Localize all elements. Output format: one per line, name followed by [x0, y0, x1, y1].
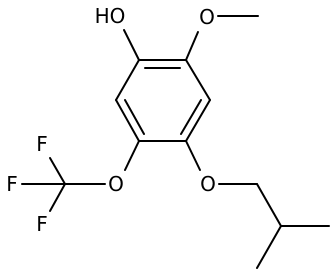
- trifluoromethoxy-oxygen-bond: [124, 140, 140, 171]
- fluorine-top-label: F: [36, 132, 48, 156]
- ring-double-bond-inner-2: [180, 99, 202, 135]
- ring-double-bond-inner-3: [124, 99, 145, 135]
- fluorine-top-bond: [49, 157, 66, 185]
- methoxy-oxygen-label: O: [199, 5, 215, 29]
- hydroxyl-bond: [123, 29, 140, 61]
- isobutoxy-oxygen-bond: [185, 140, 201, 171]
- ring-bond-c3-c4: [185, 99, 211, 142]
- methoxy-oxygen-bond: [185, 31, 199, 61]
- trifluoromethoxy-oxygen-label: O: [108, 172, 124, 196]
- isobutoxy-ch-bond: [256, 183, 282, 227]
- ring-bond-c2-c3: [185, 59, 211, 101]
- fluorine-left-label: F: [6, 172, 18, 196]
- ring-bond-c5-c6: [115, 99, 140, 142]
- fluorine-bottom-bond: [49, 183, 66, 212]
- isobutoxy-oxygen-label: O: [200, 172, 216, 196]
- isobutoxy-methyl-down-bond: [256, 225, 282, 269]
- benzene-ring: [115, 59, 211, 142]
- ring-bond-c6-c1: [115, 59, 140, 101]
- hydroxyl-label: HO: [95, 4, 126, 28]
- fluorine-bottom-label: F: [36, 212, 48, 236]
